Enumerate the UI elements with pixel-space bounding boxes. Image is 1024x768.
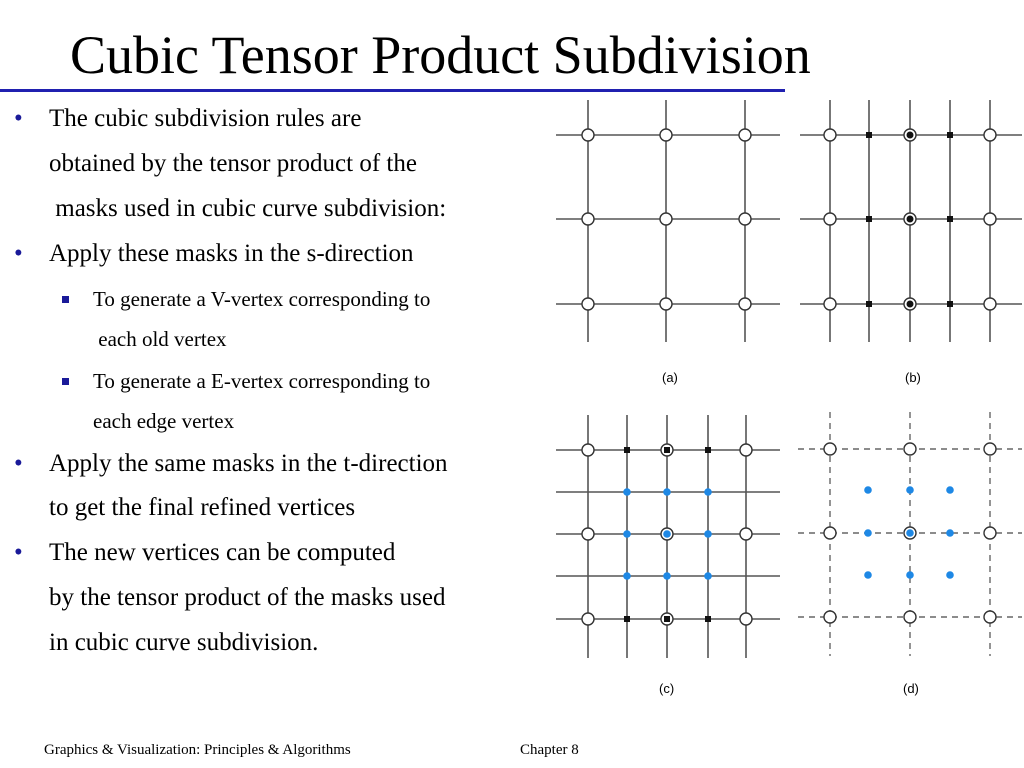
bullet-4-line-1: The new vertices can be computed xyxy=(49,539,396,566)
sub-bullet-square xyxy=(62,296,69,303)
figure-a-vertices xyxy=(581,128,752,311)
figure-b-vertex-points xyxy=(906,131,914,308)
figure-c-black-points xyxy=(624,447,711,622)
bullet-list: • The cubic subdivision rules are obtain… xyxy=(0,0,560,700)
title-underline xyxy=(0,89,785,92)
sub-bullet-1-line-2: each old vertex xyxy=(93,327,227,351)
bullet-4-line-3: in cubic curve subdivision. xyxy=(49,629,319,656)
bullet-3-line-1: Apply the same masks in the t-direction xyxy=(49,450,448,477)
bullet-3-line-2: to get the final refined vertices xyxy=(49,494,356,521)
bullet-4-line-2: by the tensor product of the masks used xyxy=(49,584,446,611)
figure-a-label: (a) xyxy=(662,370,678,385)
figure-d-center-vertex xyxy=(903,526,917,540)
bullet-1-line-2: obtained by the tensor product of the xyxy=(49,150,417,177)
figure-b-edge-points xyxy=(866,132,953,307)
bullet-1-line-1: The cubic subdivision rules are xyxy=(49,105,362,132)
subdivision-figures: (a) (b) xyxy=(556,100,1022,696)
footer-chapter: Chapter 8 xyxy=(520,742,579,758)
sub-bullet-square xyxy=(62,378,69,385)
bullet-glyph: • xyxy=(14,450,23,477)
figure-c-blue-points xyxy=(623,488,712,580)
bullet-2-line-1: Apply these masks in the s-direction xyxy=(49,240,414,267)
bullet-glyph: • xyxy=(14,539,23,566)
bullet-glyph: • xyxy=(14,240,23,267)
footer-book-title: Graphics & Visualization: Principles & A… xyxy=(44,742,351,758)
figure-b-label: (b) xyxy=(905,370,921,385)
sub-bullet-2-line-2: each edge vertex xyxy=(93,409,235,433)
figure-d-vertices xyxy=(823,442,997,624)
figure-c-label: (c) xyxy=(659,681,674,696)
figure-d-label: (d) xyxy=(903,681,919,696)
sub-bullet-2-line-1: To generate a E-vertex corresponding to xyxy=(93,369,431,393)
sub-bullet-1-line-1: To generate a V-vertex corresponding to xyxy=(93,287,431,311)
bullet-1-line-3: masks used in cubic curve subdivision: xyxy=(49,195,447,222)
figure-d-blue-points xyxy=(864,486,954,579)
slide-title: Cubic Tensor Product Subdivision xyxy=(70,25,811,85)
bullet-glyph: • xyxy=(14,105,23,132)
